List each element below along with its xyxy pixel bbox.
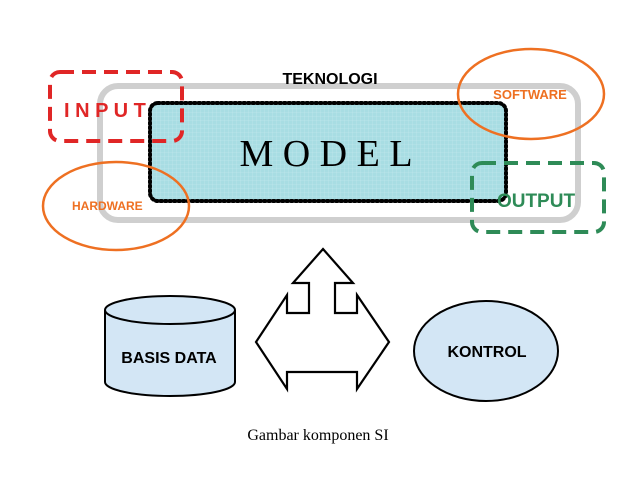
input-label: I N P U T: [64, 100, 146, 122]
control-label: KONTROL: [447, 344, 526, 361]
figure-caption: Gambar komponen SI: [247, 427, 388, 444]
software-label: SOFTWARE: [493, 87, 567, 102]
software-oval: [456, 47, 606, 141]
technology-label: TEKNOLOGI: [282, 71, 377, 88]
input-box: [48, 70, 184, 143]
model-label: M O D E L: [239, 133, 412, 175]
database-cylinder: [104, 295, 236, 397]
model-box: [148, 101, 508, 203]
three-way-arrow: [254, 247, 391, 393]
control-ellipse: [413, 300, 559, 402]
hardware-label: HARDWARE: [72, 199, 143, 213]
hardware-oval: [41, 160, 191, 252]
output-box: [470, 161, 606, 234]
database-label: BASIS DATA: [121, 350, 217, 367]
output-label: OUTPUT: [497, 191, 576, 212]
